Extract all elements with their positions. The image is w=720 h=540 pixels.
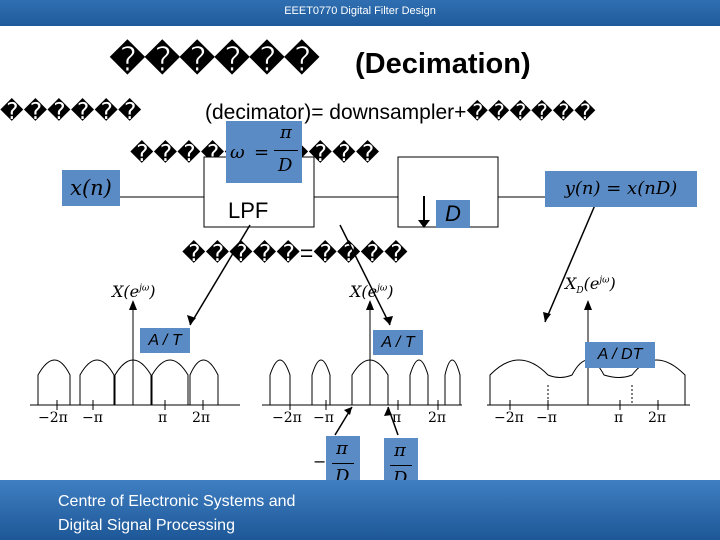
plot2-ylabel: X(ejω) bbox=[350, 282, 394, 301]
block-diagram bbox=[30, 156, 690, 436]
plot1-tick-2pi: 2π bbox=[192, 410, 211, 426]
cutoff-bar bbox=[274, 150, 298, 151]
input-label: x(n) bbox=[62, 170, 120, 206]
cutoff-equals: = bbox=[254, 142, 270, 163]
plot3-tick-2pi: 2π bbox=[648, 410, 667, 426]
plot1-tick-pi: π bbox=[158, 410, 168, 426]
plot3-ylabel: XD(ejω) bbox=[565, 274, 616, 297]
plot1-tick-negpi: −π bbox=[82, 410, 103, 426]
pointer-arrow-3 bbox=[544, 204, 596, 323]
plot1-tick-neg2pi: −2π bbox=[38, 410, 68, 426]
plot-1 bbox=[30, 300, 240, 410]
footer-line-2: Digital Signal Processing bbox=[58, 517, 235, 534]
subtitle-english: (decimator)= downsampler+������ bbox=[205, 101, 596, 124]
lpf-label: LPF bbox=[228, 198, 269, 223]
subtitle-garbled: ������ bbox=[0, 98, 142, 124]
slide-title-english: (Decimation) bbox=[355, 48, 531, 80]
plot2-tick-neg2pi: −2π bbox=[272, 410, 302, 426]
downsampler-label: D bbox=[436, 200, 470, 228]
plot3-tick-pi: π bbox=[614, 410, 624, 426]
plot2-tick-pi: π bbox=[392, 410, 402, 426]
plot1-ylabel: X(ejω) bbox=[112, 282, 156, 301]
header-title: EEET0770 Digital Filter Design bbox=[284, 5, 436, 17]
header-bar bbox=[0, 0, 720, 26]
plot3-tick-negpi: −π bbox=[536, 410, 557, 426]
plot-2 bbox=[262, 300, 462, 410]
plot3-tick-neg2pi: −2π bbox=[494, 410, 524, 426]
plot2-tick-negpi: −π bbox=[313, 410, 334, 426]
footer-line-1: Centre of Electronic Systems and bbox=[58, 493, 296, 510]
slide-title-garbled: ������ bbox=[110, 41, 320, 79]
plot3-amplitude: A / DT bbox=[585, 342, 655, 368]
subtitle-3: �����=���� bbox=[182, 240, 408, 266]
cutoff-pi: π bbox=[280, 122, 292, 143]
pointer-arrow-2 bbox=[339, 224, 391, 326]
fraction-left-sign: − bbox=[313, 452, 327, 471]
cutoff-formula: ω = π D bbox=[226, 121, 302, 183]
plot2-tick-2pi: 2π bbox=[428, 410, 447, 426]
plot2-amplitude: A / T bbox=[373, 330, 423, 355]
footer-text: Centre of Electronic Systems and Digital… bbox=[58, 490, 295, 538]
output-label: y(n) = x(nD) bbox=[545, 171, 697, 207]
cutoff-d: D bbox=[278, 155, 293, 176]
footer-bar bbox=[0, 480, 720, 540]
plot1-amplitude: A / T bbox=[140, 328, 190, 353]
pointer-arrow-1 bbox=[189, 224, 251, 326]
cutoff-lhs: ω bbox=[230, 142, 245, 163]
